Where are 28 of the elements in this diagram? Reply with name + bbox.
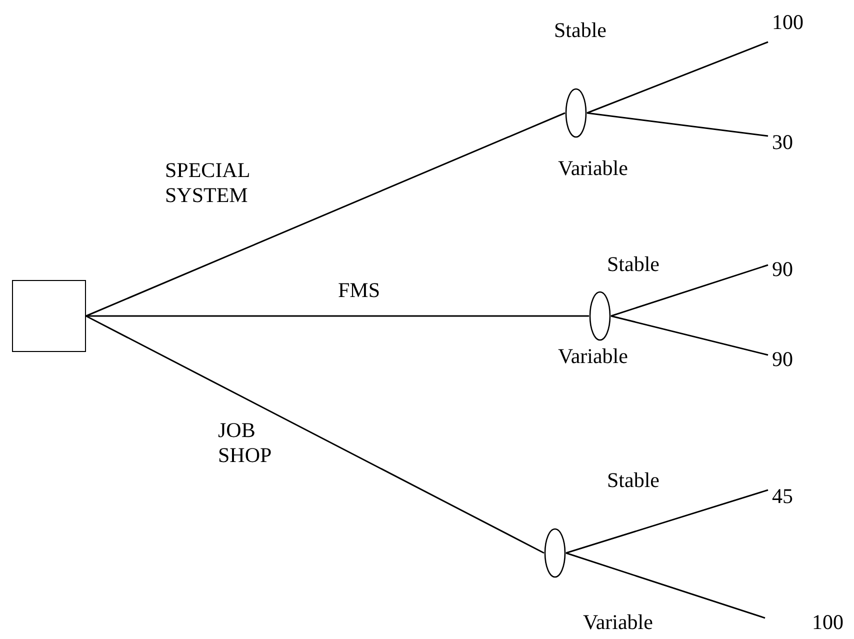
decision-square	[12, 280, 86, 352]
edge-label: Stable	[607, 252, 660, 277]
payoff-value: 45	[768, 484, 793, 510]
edge-label: Variable	[583, 610, 654, 635]
branch-line	[86, 315, 589, 317]
edge-label: Stable	[607, 468, 660, 493]
payoff-value: 100	[808, 610, 844, 634]
branch-line	[566, 552, 766, 619]
branch-line	[610, 315, 768, 356]
branch-line	[86, 112, 566, 317]
chance-node-oval	[589, 291, 611, 341]
branch-line	[610, 264, 768, 317]
payoff-value: 90	[768, 347, 793, 373]
edge-label: JOB SHOP	[218, 418, 273, 468]
chance-node-oval	[544, 528, 566, 578]
edge-label: FMS	[338, 278, 382, 303]
edge-label: Variable	[558, 156, 629, 181]
branch-line	[86, 315, 544, 554]
branch-line	[586, 41, 768, 114]
edge-label: Variable	[558, 344, 629, 369]
edge-label: Stable	[554, 18, 608, 43]
edge-label: SPECIAL SYSTEM	[165, 158, 250, 208]
branch-line	[566, 489, 768, 554]
payoff-value: 90	[768, 257, 793, 283]
payoff-value: 30	[768, 130, 793, 156]
payoff-value: 100	[768, 10, 804, 46]
chance-node-oval	[565, 88, 587, 138]
branch-line	[586, 112, 768, 137]
